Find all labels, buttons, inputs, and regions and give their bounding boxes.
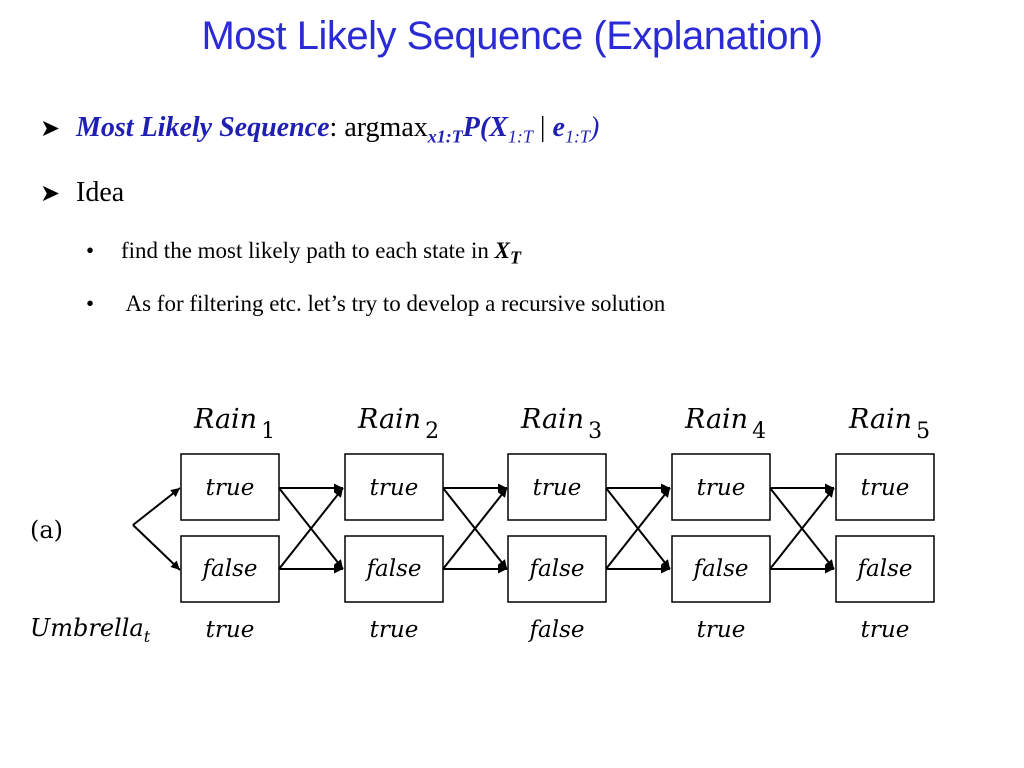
svg-text:true: true <box>697 475 746 501</box>
sub-bullet-most-likely-path: •find the most likely path to each state… <box>86 238 522 268</box>
svg-text:true: true <box>861 475 910 501</box>
state-false-box <box>671 535 771 603</box>
dot-bullet-icon: • <box>86 238 95 263</box>
state-true-box <box>180 453 280 521</box>
transitions-2-3 <box>442 483 508 574</box>
arrow-bullet-icon: ➤ <box>40 116 61 142</box>
transitions-4-5 <box>769 483 835 574</box>
sub-bullet-recursive-solution: • As for filtering etc. let’s try to dev… <box>86 291 666 316</box>
state-true-box <box>835 453 935 521</box>
state-false-box <box>344 535 444 603</box>
state-false-box <box>180 535 280 603</box>
svg-text:false: false <box>528 556 585 582</box>
svg-text:false: false <box>856 556 913 582</box>
state-true-box <box>344 453 444 521</box>
svg-text:false: false <box>201 556 258 582</box>
argmax-subscript: x1:T <box>427 126 463 147</box>
term-most-likely-sequence: Most Likely Sequence <box>76 112 330 143</box>
svg-text:true: true <box>533 475 582 501</box>
umbrella-value: true <box>861 617 910 643</box>
dot-bullet-icon: • <box>86 291 95 316</box>
slide-title: Most Likely Sequence (Explanation) <box>201 14 823 58</box>
state-false-box <box>507 535 607 603</box>
bullet-most-likely-sequence: ➤Most Likely Sequence: argmaxx1:TP(X1:T … <box>40 112 600 147</box>
start-arrow-false <box>132 524 181 571</box>
argmax-text: argmax <box>344 112 428 143</box>
svg-text:true: true <box>206 475 255 501</box>
state-true-box <box>507 453 607 521</box>
transitions-3-4 <box>605 483 671 574</box>
umbrella-row-label: Umbrellat <box>30 614 151 646</box>
svg-text:false: false <box>365 556 422 582</box>
state-true-box <box>671 453 771 521</box>
transitions-1-2 <box>278 483 344 574</box>
start-arrow-true <box>132 487 181 526</box>
svg-text:true: true <box>370 475 419 501</box>
bullet-idea: ➤Idea <box>40 177 125 208</box>
umbrella-value: false <box>528 617 585 643</box>
umbrella-value: true <box>206 617 255 643</box>
umbrella-value: true <box>697 617 746 643</box>
arrow-bullet-icon: ➤ <box>40 181 61 207</box>
panel-label: (a) <box>30 516 63 544</box>
state-false-box <box>835 535 935 603</box>
svg-text:false: false <box>692 556 749 582</box>
umbrella-value: true <box>370 617 419 643</box>
